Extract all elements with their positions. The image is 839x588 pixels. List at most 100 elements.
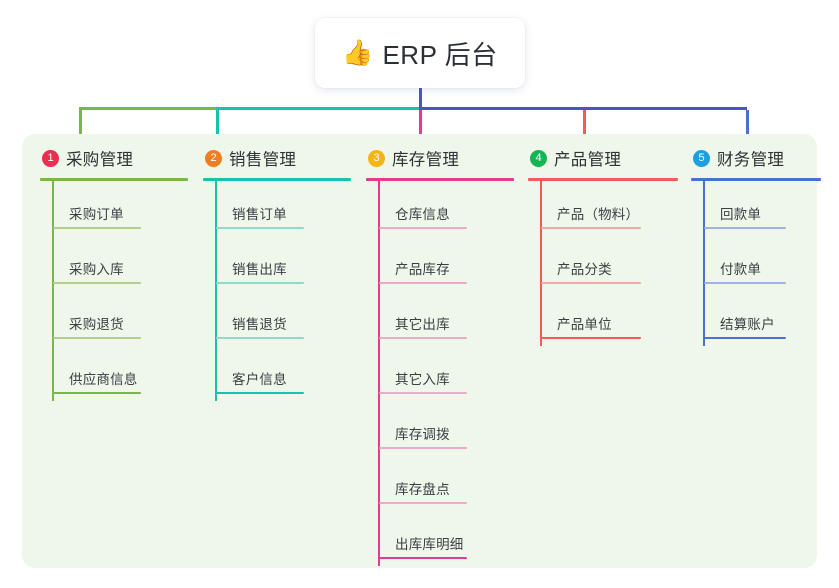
module-title: 销售管理 <box>229 151 297 169</box>
module-item[interactable]: 采购订单 <box>40 181 188 236</box>
module-item-rule <box>216 227 304 229</box>
module-item-rule <box>379 227 467 229</box>
module-spine <box>215 181 217 401</box>
module-item[interactable]: 产品分类 <box>528 236 678 291</box>
root-node-content: 👍 ERP 后台 <box>342 35 497 72</box>
module-header-2[interactable]: 2 销售管理 <box>203 146 351 170</box>
module-item[interactable]: 回款单 <box>691 181 821 236</box>
module-spine <box>378 181 380 566</box>
module-item[interactable]: 仓库信息 <box>366 181 514 236</box>
module-item-rule <box>216 337 304 339</box>
module-items: 产品（物料） 产品分类产品单位 <box>528 181 678 346</box>
module-column-2: 2 销售管理销售订单销售出库销售退货客户信息 <box>203 146 351 401</box>
module-items: 采购订单采购入库采购退货供应商信息 <box>40 181 188 401</box>
module-item-rule <box>216 282 304 284</box>
module-item[interactable]: 结算账户 <box>691 291 821 346</box>
module-item[interactable]: 销售退货 <box>203 291 351 346</box>
module-item[interactable]: 出库库明细 <box>366 511 514 566</box>
drop-connector-4 <box>583 110 586 142</box>
module-item-rule <box>379 282 467 284</box>
module-header-rule <box>366 178 514 181</box>
module-item-rule <box>216 392 304 394</box>
module-spine <box>52 181 54 401</box>
module-title: 采购管理 <box>66 151 134 169</box>
module-item-label: 库存调拨 <box>395 427 450 442</box>
module-header-3[interactable]: 3 库存管理 <box>366 146 514 170</box>
module-title: 库存管理 <box>392 151 460 169</box>
module-item-rule <box>53 282 141 284</box>
module-spine <box>540 181 542 346</box>
module-item[interactable]: 客户信息 <box>203 346 351 401</box>
module-items: 销售订单销售出库销售退货客户信息 <box>203 181 351 401</box>
module-item-rule <box>379 447 467 449</box>
module-item-label: 出库库明细 <box>395 537 464 552</box>
module-header-rule <box>203 178 351 181</box>
module-item-label: 销售退货 <box>232 317 287 332</box>
module-item[interactable]: 供应商信息 <box>40 346 188 401</box>
module-spine <box>703 181 705 346</box>
module-item-label: 库存盘点 <box>395 482 450 497</box>
module-item[interactable]: 产品（物料） <box>528 181 678 236</box>
module-item-rule <box>53 337 141 339</box>
module-item[interactable]: 其它出库 <box>366 291 514 346</box>
module-item-rule <box>704 282 786 284</box>
module-item-label: 采购入库 <box>69 262 124 277</box>
module-header-rule <box>691 178 821 181</box>
module-item-rule <box>379 392 467 394</box>
module-item[interactable]: 库存调拨 <box>366 401 514 456</box>
root-node-title: ERP 后台 <box>382 39 498 70</box>
module-item[interactable]: 库存盘点 <box>366 456 514 511</box>
module-item[interactable]: 销售订单 <box>203 181 351 236</box>
module-item-label: 其它入库 <box>395 372 450 387</box>
module-item[interactable]: 采购退货 <box>40 291 188 346</box>
module-item[interactable]: 产品单位 <box>528 291 678 346</box>
module-item-label: 销售出库 <box>232 262 287 277</box>
root-stem-connector <box>419 88 422 108</box>
module-item[interactable]: 采购入库 <box>40 236 188 291</box>
module-item[interactable]: 其它入库 <box>366 346 514 401</box>
module-items: 回款单付款单结算账户 <box>691 181 821 346</box>
module-item-label: 销售订单 <box>232 207 287 222</box>
module-item-label: 结算账户 <box>720 317 775 332</box>
drop-connector-2 <box>216 110 219 142</box>
module-header-rule <box>40 178 188 181</box>
module-number-badge: 4 <box>530 149 547 167</box>
module-item-rule <box>379 557 467 559</box>
module-item-label: 采购退货 <box>69 317 124 332</box>
module-item-label: 仓库信息 <box>395 207 450 222</box>
module-item-rule <box>541 282 641 284</box>
module-item[interactable]: 销售出库 <box>203 236 351 291</box>
module-items: 仓库信息产品库存其它出库其它入库库存调拨库存盘点出库库明细 <box>366 181 514 566</box>
module-number-badge: 1 <box>42 149 59 167</box>
module-item-label: 客户信息 <box>232 372 287 387</box>
bus-segment-3 <box>419 107 747 110</box>
module-title: 财务管理 <box>717 151 785 169</box>
module-header-1[interactable]: 1 采购管理 <box>40 146 188 170</box>
root-node-erp-backend[interactable]: 👍 ERP 后台 <box>315 18 525 88</box>
module-item-label: 产品分类 <box>557 262 612 277</box>
drop-connector-1 <box>79 110 82 142</box>
thumbs-up-icon: 👍 <box>342 38 374 67</box>
module-item-label: 回款单 <box>720 207 762 222</box>
module-column-1: 1 采购管理采购订单采购入库采购退货供应商信息 <box>40 146 188 401</box>
bus-segment-1 <box>79 107 216 110</box>
module-item-label: 其它出库 <box>395 317 450 332</box>
module-item-rule <box>704 337 786 339</box>
module-item[interactable]: 产品库存 <box>366 236 514 291</box>
drop-connector-3 <box>419 110 422 142</box>
module-number-badge: 3 <box>368 149 385 167</box>
module-item-rule <box>379 502 467 504</box>
module-item-label: 产品库存 <box>395 262 450 277</box>
module-item-rule <box>379 337 467 339</box>
module-item[interactable]: 付款单 <box>691 236 821 291</box>
module-item-label: 产品单位 <box>557 317 612 332</box>
module-item-rule <box>53 392 141 394</box>
module-number-badge: 2 <box>205 149 222 167</box>
drop-connector-5 <box>746 110 749 142</box>
module-item-label: 付款单 <box>720 262 762 277</box>
